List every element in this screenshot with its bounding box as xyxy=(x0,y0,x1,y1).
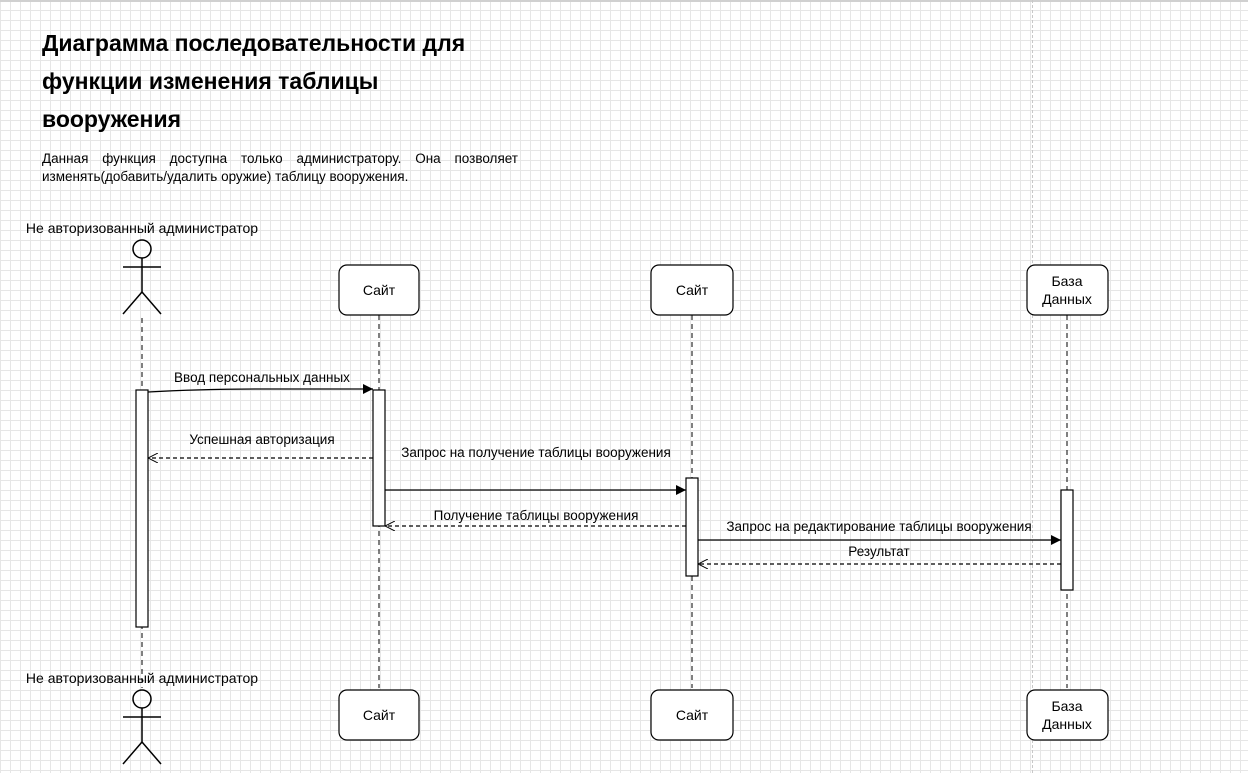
message-label-edit-request: Запрос на редактирование таблицы вооруже… xyxy=(726,519,1031,534)
participant-label-db-top-line1: База xyxy=(1051,273,1082,289)
message-label-get-table: Запрос на получение таблицы вооружения xyxy=(401,445,671,460)
participant-box-site1-bottom xyxy=(338,689,420,741)
participant-box-db-bottom xyxy=(1026,689,1109,741)
participant-label-db-top-line2: Данных xyxy=(1042,291,1092,307)
participant-box-site1-top xyxy=(338,264,420,316)
message-label-result: Результат xyxy=(848,544,909,559)
participant-label-db-bottom-line2: Данных xyxy=(1042,716,1092,732)
actor-label-top: Не авторизованный администратор xyxy=(26,220,258,236)
message-arrow-login xyxy=(147,384,373,394)
activation-db xyxy=(1060,489,1074,591)
activation-site2 xyxy=(685,477,699,577)
message-label-login: Ввод персональных данных xyxy=(174,370,350,385)
participant-label-site2-bottom: Сайт xyxy=(676,707,709,723)
message-label-auth-success: Успешная авторизация xyxy=(189,432,334,447)
participant-box-site2-top xyxy=(650,264,734,316)
diagram-description: Данная функция доступна только администр… xyxy=(42,151,518,184)
participant-box-db-top xyxy=(1026,264,1109,316)
actor-figure-bottom xyxy=(122,689,162,765)
page-boundary xyxy=(1032,0,1033,773)
activation-admin xyxy=(135,389,149,628)
activation-site1 xyxy=(372,389,386,527)
participant-label-site2-top: Сайт xyxy=(676,282,709,298)
message-label-table-received: Получение таблицы вооружения xyxy=(434,508,639,523)
participant-label-db-bottom-line1: База xyxy=(1051,698,1082,714)
participant-label-site1-bottom: Сайт xyxy=(363,707,396,723)
diagram-title: Диаграмма последовательности для функции… xyxy=(42,30,466,132)
actor-label-bottom: Не авторизованный администратор xyxy=(26,670,258,686)
participant-label-site1-top: Сайт xyxy=(363,282,396,298)
actor-figure-top xyxy=(122,239,162,315)
participant-box-site2-bottom xyxy=(650,689,734,741)
